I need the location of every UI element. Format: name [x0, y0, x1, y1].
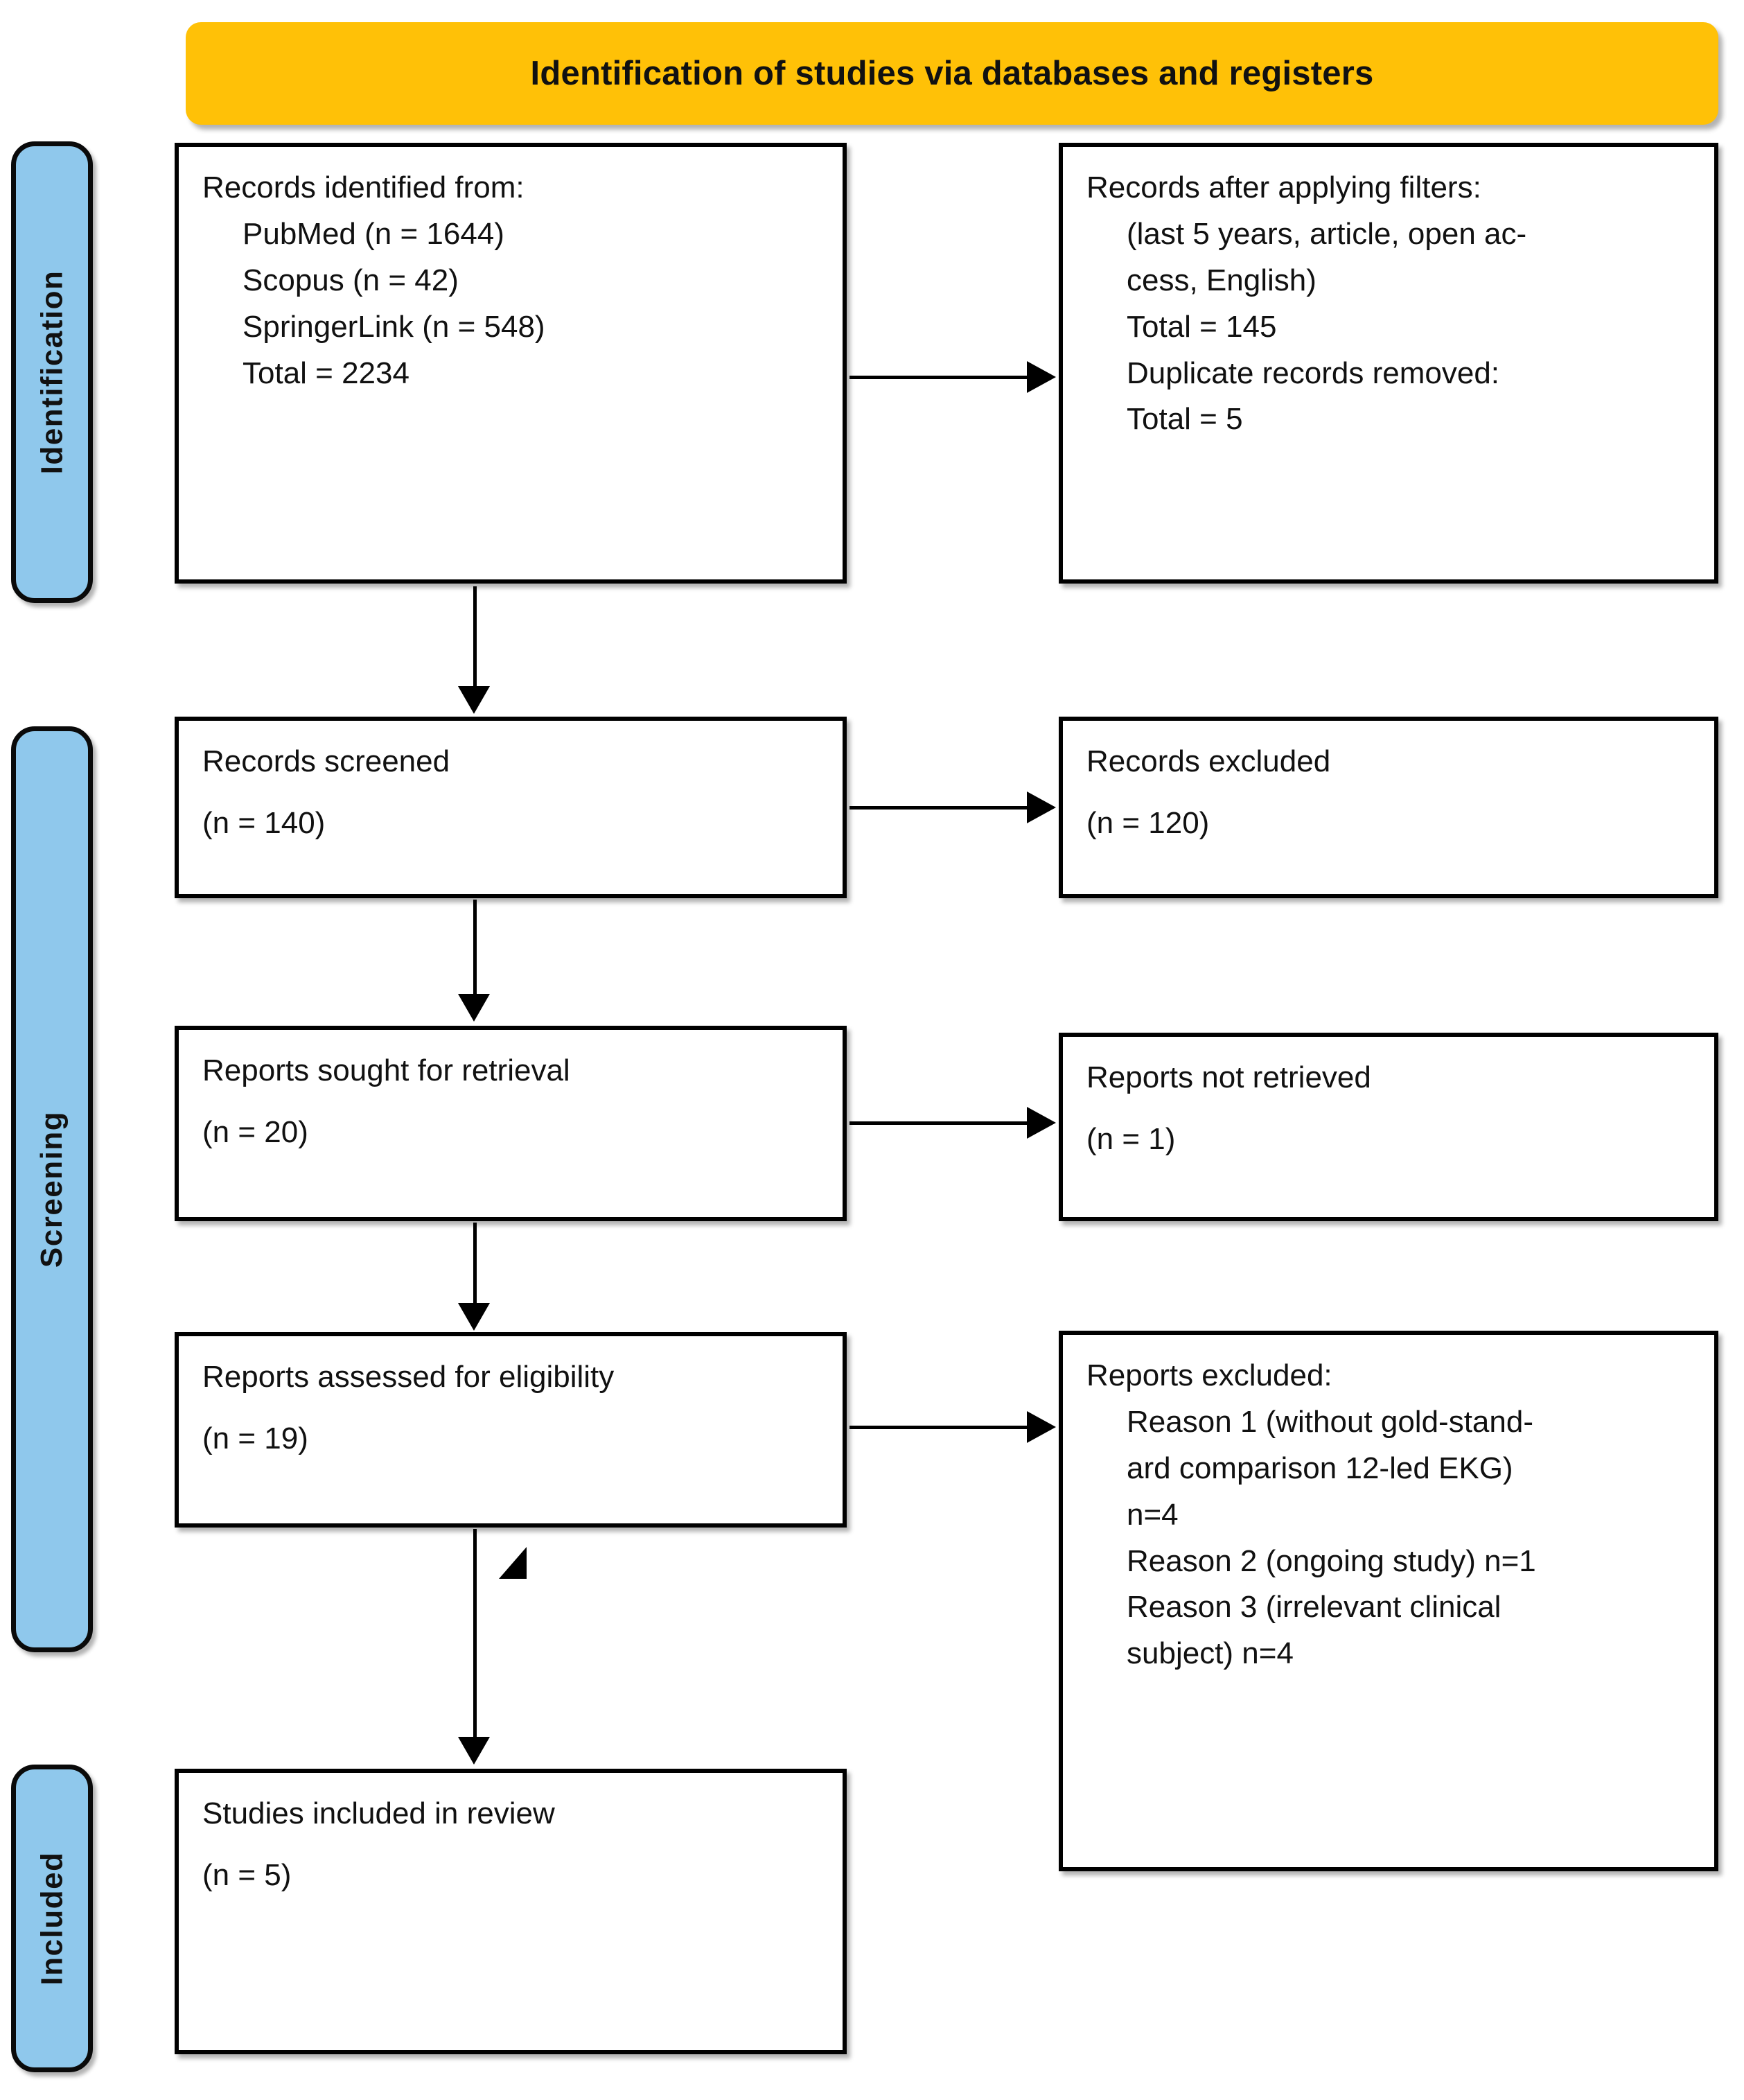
box-reports-sought: Reports sought for retrieval (n = 20)	[175, 1026, 847, 1221]
box-reports-assessed: Reports assessed for eligibility (n = 19…	[175, 1332, 847, 1528]
box-records-identified: Records identified from: PubMed (n = 164…	[175, 143, 847, 584]
phase-label-screening-text: Screening	[35, 1110, 69, 1268]
reports-excluded-reason-2: n=4	[1127, 1497, 1179, 1532]
studies-included-count: (n = 5)	[202, 1857, 292, 1892]
records-identified-line-0: PubMed (n = 1644)	[243, 216, 504, 251]
records-screened-title: Records screened	[202, 744, 450, 778]
reports-not-retrieved-count: (n = 1)	[1086, 1121, 1176, 1156]
connector-assessed-to-included	[473, 1529, 477, 1740]
reports-excluded-title: Reports excluded:	[1086, 1358, 1332, 1392]
records-screened-count: (n = 140)	[202, 805, 326, 840]
reports-excluded-reason-0: Reason 1 (without gold-stand-	[1127, 1404, 1533, 1439]
connector-screened-to-sought	[473, 900, 477, 997]
reports-sought-count: (n = 20)	[202, 1114, 308, 1149]
records-identified-line-2: SpringerLink (n = 548)	[243, 309, 545, 344]
filters-line-3: Duplicate records removed:	[1127, 356, 1500, 390]
box-records-excluded: Records excluded (n = 120)	[1059, 717, 1718, 898]
records-identified-line-3: Total = 2234	[243, 356, 409, 390]
records-identified-title: Records identified from:	[202, 170, 525, 204]
reports-excluded-reason-5: subject) n=4	[1127, 1636, 1294, 1671]
arrowhead-assessed-to-included	[458, 1737, 490, 1765]
connector-assessed-to-reports-excluded	[849, 1426, 1028, 1429]
arrowhead-screened-to-excluded	[1027, 791, 1056, 823]
phase-label-included: Included	[11, 1765, 93, 2072]
connector-sought-to-not-retrieved	[849, 1121, 1028, 1125]
filters-line-1: cess, English)	[1127, 263, 1316, 297]
arrowhead-sought-to-assessed	[458, 1303, 490, 1331]
filters-line-2: Total = 145	[1127, 309, 1277, 344]
reports-excluded-reason-1: ard comparison 12-led EKG)	[1127, 1451, 1513, 1485]
arrowhead-screened-to-sought	[458, 994, 490, 1022]
phase-label-identification-text: Identification	[35, 270, 69, 475]
studies-included-title: Studies included in review	[202, 1796, 555, 1830]
box-records-after-filters: Records after applying filters: (last 5 …	[1059, 143, 1718, 584]
reports-sought-title: Reports sought for retrieval	[202, 1053, 570, 1087]
box-records-screened: Records screened (n = 140)	[175, 717, 847, 898]
filters-line-0: (last 5 years, article, open ac-	[1127, 216, 1527, 251]
phase-label-screening: Screening	[11, 726, 93, 1652]
arrowhead-identified-to-screened	[458, 686, 490, 714]
records-excluded-count: (n = 120)	[1086, 805, 1210, 840]
reports-excluded-reason-3: Reason 2 (ongoing study) n=1	[1127, 1543, 1536, 1578]
connector-identified-to-filters	[849, 376, 1028, 379]
banner-title: Identification of studies via databases …	[530, 55, 1374, 92]
records-excluded-title: Records excluded	[1086, 744, 1331, 778]
reports-not-retrieved-title: Reports not retrieved	[1086, 1060, 1371, 1094]
box-reports-not-retrieved: Reports not retrieved (n = 1)	[1059, 1033, 1718, 1221]
reports-assessed-count: (n = 19)	[202, 1421, 308, 1455]
arrowhead-assessed-to-reports-excluded	[1027, 1411, 1056, 1443]
reports-excluded-reason-4: Reason 3 (irrelevant clinical	[1127, 1590, 1501, 1625]
stray-triangle-marker-icon	[499, 1547, 527, 1579]
arrowhead-sought-to-not-retrieved	[1027, 1107, 1056, 1139]
arrowhead-identified-to-filters	[1027, 361, 1056, 393]
connector-identified-to-screened	[473, 586, 477, 689]
records-identified-line-1: Scopus (n = 42)	[243, 263, 459, 297]
filters-title: Records after applying filters:	[1086, 170, 1481, 204]
box-studies-included: Studies included in review (n = 5)	[175, 1769, 847, 2054]
connector-screened-to-excluded	[849, 806, 1028, 810]
phase-label-included-text: Included	[35, 1851, 69, 1986]
connector-sought-to-assessed	[473, 1223, 477, 1307]
reports-assessed-title: Reports assessed for eligibility	[202, 1360, 615, 1394]
diagram-banner: Identification of studies via databases …	[186, 22, 1718, 125]
box-reports-excluded: Reports excluded: Reason 1 (without gold…	[1059, 1331, 1718, 1871]
filters-line-4: Total = 5	[1127, 402, 1243, 437]
phase-label-identification: Identification	[11, 141, 93, 603]
